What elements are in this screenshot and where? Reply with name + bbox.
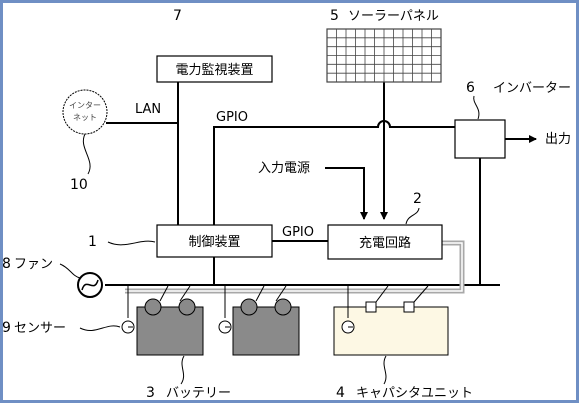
charge-bus-grey-inner <box>125 242 463 292</box>
charging-circuit-label: 充電回路 <box>359 235 411 251</box>
sensor-label: センサー <box>14 321 66 336</box>
gpio-mid-label: GPIO <box>282 225 314 240</box>
capacitor-leader <box>383 355 387 385</box>
capacitor-number: 4 <box>336 385 345 401</box>
outer-border <box>0 0 579 403</box>
battery-1-lead-a <box>159 285 169 302</box>
inverter-leader <box>473 95 480 120</box>
battery-2 <box>232 306 300 356</box>
solar-panel-grid <box>327 29 441 82</box>
battery-label: バッテリー <box>166 386 231 401</box>
fan-leader <box>59 263 81 279</box>
battery-1-cell-a <box>144 298 162 316</box>
battery-2-cell-a <box>240 298 258 316</box>
battery-2-lead-b <box>275 285 287 302</box>
lan-label: LAN <box>135 102 161 117</box>
battery-1-lead-b <box>179 285 191 302</box>
fan-label: ファン <box>14 257 53 272</box>
inverter-label: インバーター <box>493 81 571 96</box>
inverter-box <box>454 119 506 159</box>
power-monitor-label: 電力監視装置 <box>175 62 253 78</box>
battery-2-cell-b <box>274 298 292 316</box>
charging-leader <box>405 207 420 225</box>
input-power-label: 入力電源 <box>258 161 310 176</box>
inverter-number: 6 <box>466 80 475 96</box>
gpio-top-label: GPIO <box>216 110 248 125</box>
power-monitor-number: 7 <box>173 8 182 24</box>
capacitor-lead-a <box>375 285 389 303</box>
fan-number: 8 <box>2 256 11 272</box>
power-monitor-box <box>156 55 273 83</box>
internet-label-line1: インター <box>69 101 101 110</box>
internet-number: 10 <box>70 177 88 193</box>
capacitor-terminal-a <box>365 301 377 313</box>
charging-circuit-number: 2 <box>413 191 422 207</box>
sensor-number: 9 <box>2 320 11 336</box>
output-label: 出力 <box>545 132 571 147</box>
internet-label-line2: ネット <box>73 113 97 122</box>
battery-2-lead-a <box>255 285 265 302</box>
controller-number: 1 <box>88 234 97 250</box>
capacitor-label: キャパシタユニット <box>356 386 473 401</box>
internet-leader <box>82 133 91 175</box>
solar-panel-number: 5 <box>330 8 339 24</box>
internet-icon <box>62 89 108 135</box>
solar-panel-label: ソーラーパネル <box>348 9 439 24</box>
fan-symbol <box>81 279 99 291</box>
input-power-line <box>325 167 368 220</box>
battery-leader <box>180 355 185 385</box>
capacitor-lead-b <box>413 285 429 303</box>
sensor-leader <box>79 325 121 332</box>
controller-leader <box>107 240 156 246</box>
controller-label: 制御装置 <box>188 235 240 250</box>
capacitor-terminal-b <box>403 301 415 313</box>
charging-circuit-box <box>327 224 443 260</box>
battery-1 <box>136 306 204 356</box>
controller-box <box>156 224 273 258</box>
battery-1-cell-b <box>178 298 196 316</box>
battery-number: 3 <box>146 385 155 401</box>
